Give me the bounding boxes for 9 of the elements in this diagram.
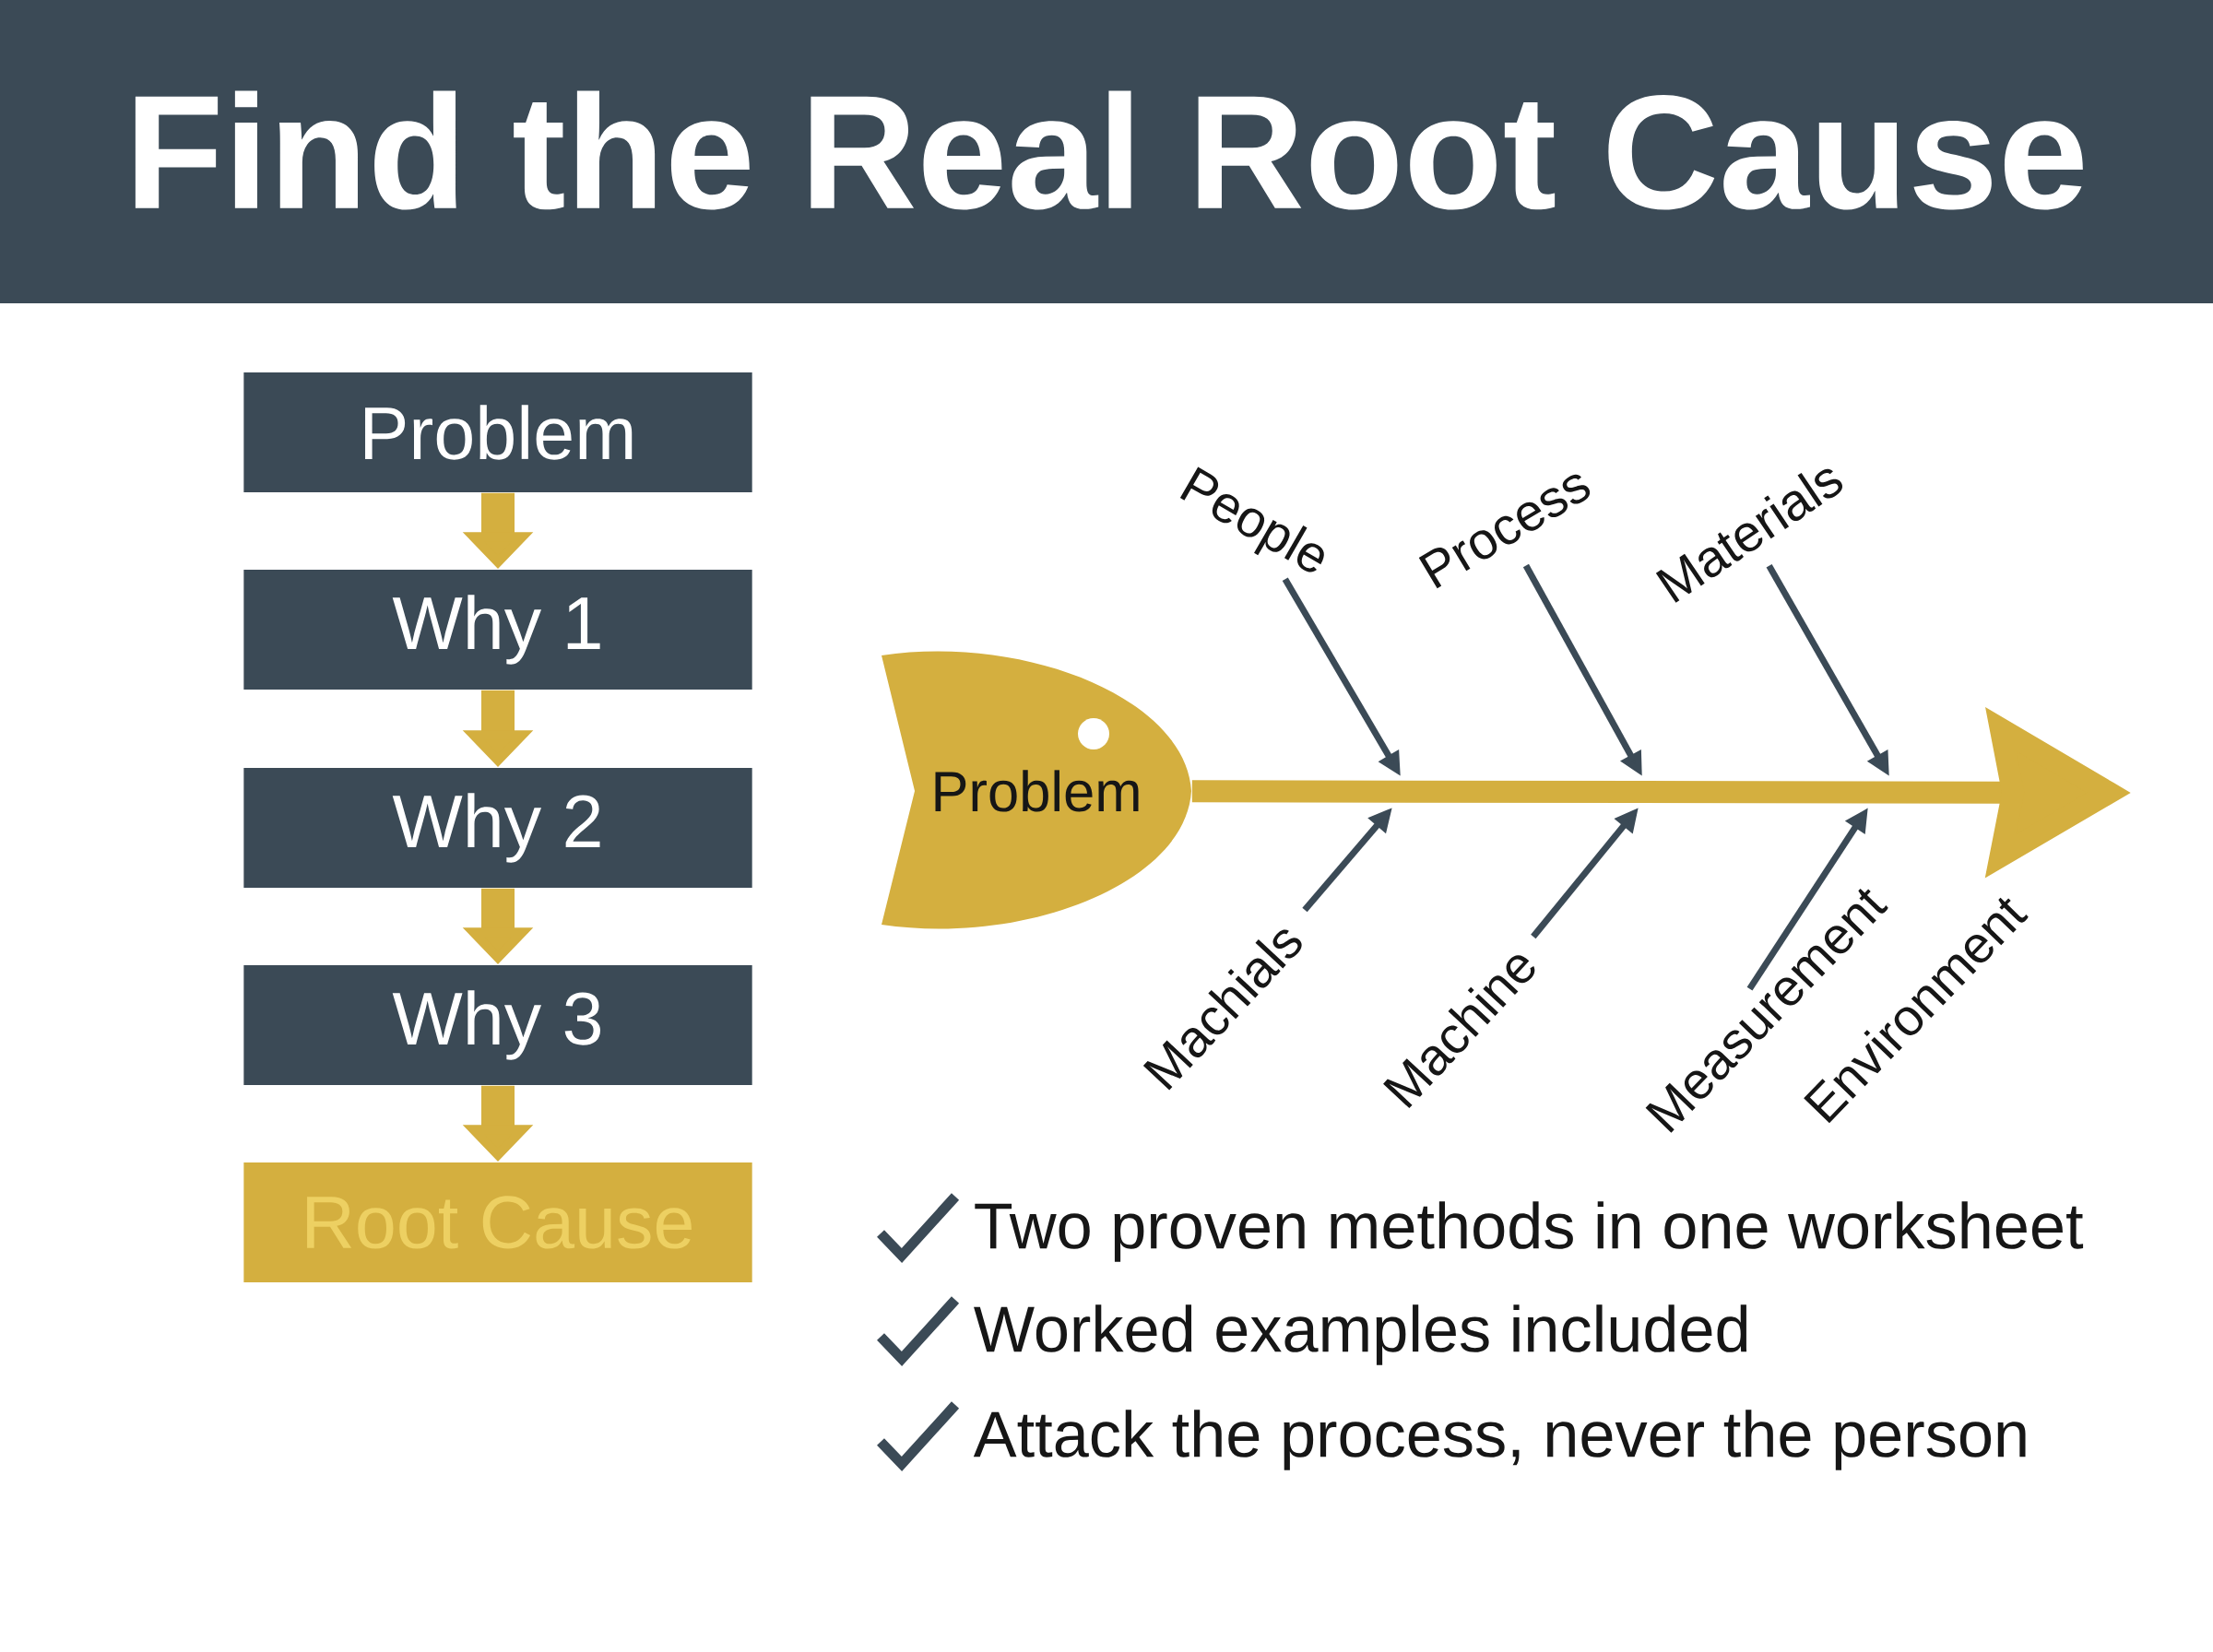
fish-head: Problem [882,651,1191,929]
checklist-item: Attack the process, never the person [973,1410,2026,1470]
step-box: Why 3 [243,964,752,1085]
step-box: Problem [243,372,752,492]
step-box: Why 2 [243,767,752,888]
step-box: Why 1 [243,569,752,690]
title-banner: Find the Real Root Cause [0,0,2213,303]
checklist-item: Worked examples included [974,1304,1747,1365]
checklist-item: Two proven methods in one worksheet [975,1201,2084,1262]
